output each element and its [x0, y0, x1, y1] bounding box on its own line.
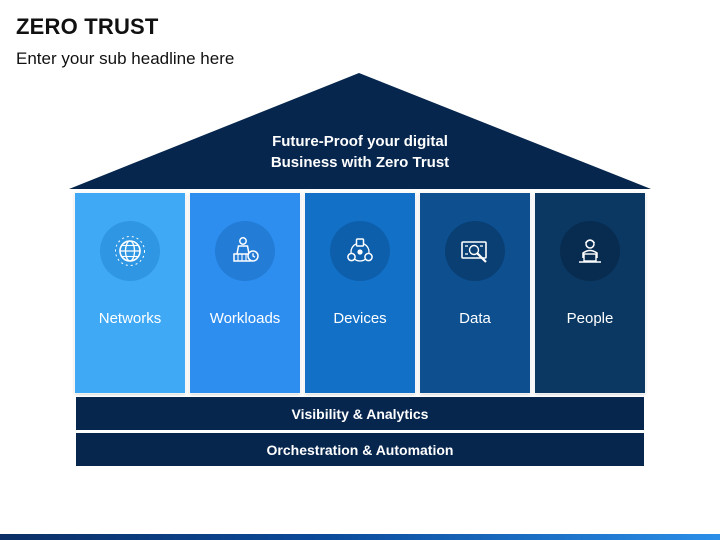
page-subtitle: Enter your sub headline here: [16, 49, 235, 68]
orchestration-automation-bar: Orchestration & Automation: [76, 433, 644, 466]
devices-network-icon: [347, 238, 373, 262]
pillar-devices-circle: [330, 221, 390, 281]
globe-network-icon: [115, 236, 145, 266]
pillar-devices: Devices: [305, 193, 415, 393]
data-monitor-icon: [461, 241, 487, 263]
pillar-people-circle: [560, 221, 620, 281]
pillar-networks-label: Networks: [98, 310, 162, 327]
person-laptop-icon: [579, 239, 601, 263]
pillar-data-label: Data: [459, 310, 491, 327]
footer-accent-strip: [0, 534, 720, 540]
pillar-data: Data: [420, 193, 530, 393]
pillar-workloads: Workloads: [190, 193, 300, 393]
pillar-workloads-circle: [215, 221, 275, 281]
worker-clock-icon: [233, 237, 259, 262]
visibility-analytics-bar: Visibility & Analytics: [76, 397, 644, 430]
pillar-data-circle: [445, 221, 505, 281]
pillar-people-label: People: [566, 310, 614, 327]
roof-text-line-1: Future-Proof your digital: [272, 133, 448, 150]
pillar-people: People: [535, 193, 645, 393]
pillar-networks: Networks: [75, 193, 185, 393]
pillar-devices-label: Devices: [333, 310, 387, 327]
pillar-workloads-label: Workloads: [209, 310, 281, 327]
pillar-networks-circle: [100, 221, 160, 281]
page-title: ZERO TRUST: [16, 14, 159, 39]
roof-text-line-2: Business with Zero Trust: [270, 154, 450, 171]
